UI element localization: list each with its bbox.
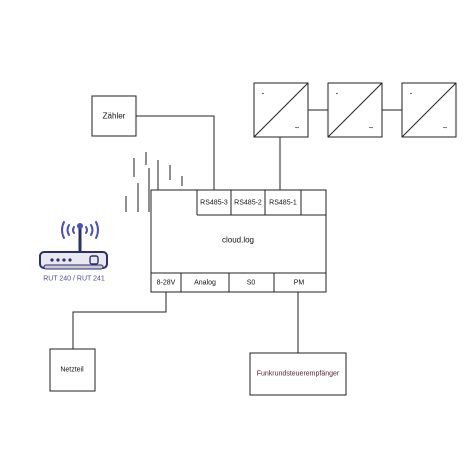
inverter-2-dc-symbol: - — [335, 88, 339, 98]
cloudlog-box — [150, 189, 327, 293]
inverter-1-ac-symbol: ~ — [294, 123, 300, 133]
port-rs485-3: RS485-3 — [200, 199, 228, 207]
cloudlog-title: cloud.log — [221, 235, 255, 245]
zaehler-box — [91, 95, 137, 137]
inverter-1-dc-symbol: - — [261, 88, 265, 98]
port-8-28v: 8-28V — [156, 279, 176, 287]
netzteil-label: Netzteil — [60, 366, 84, 374]
zaehler-connection — [136, 115, 215, 190]
inverter-3-ac-symbol: ~ — [442, 123, 448, 133]
inverter-2 — [327, 82, 383, 138]
zaehler-label: Zähler — [102, 111, 126, 121]
port-rs485-1: RS485-1 — [269, 199, 297, 207]
port-pm: PM — [293, 279, 305, 287]
inverter-3-dc-symbol: - — [409, 88, 413, 98]
inverter-1 — [253, 82, 309, 138]
netzteil-box — [49, 348, 96, 392]
router-label: RUT 240 / RUT 241 — [43, 275, 105, 283]
funk-box — [249, 352, 347, 396]
port-rs485-2: RS485-2 — [234, 199, 262, 207]
port-analog: Analog — [194, 279, 216, 287]
port-s0: S0 — [246, 279, 256, 287]
inverter-bus — [279, 109, 402, 190]
router-icon — [39, 221, 108, 270]
netzteil-connection — [72, 292, 167, 349]
inverter-2-ac-symbol: ~ — [368, 123, 374, 133]
funk-label: Funkrundsteuerempfänger — [256, 370, 340, 378]
